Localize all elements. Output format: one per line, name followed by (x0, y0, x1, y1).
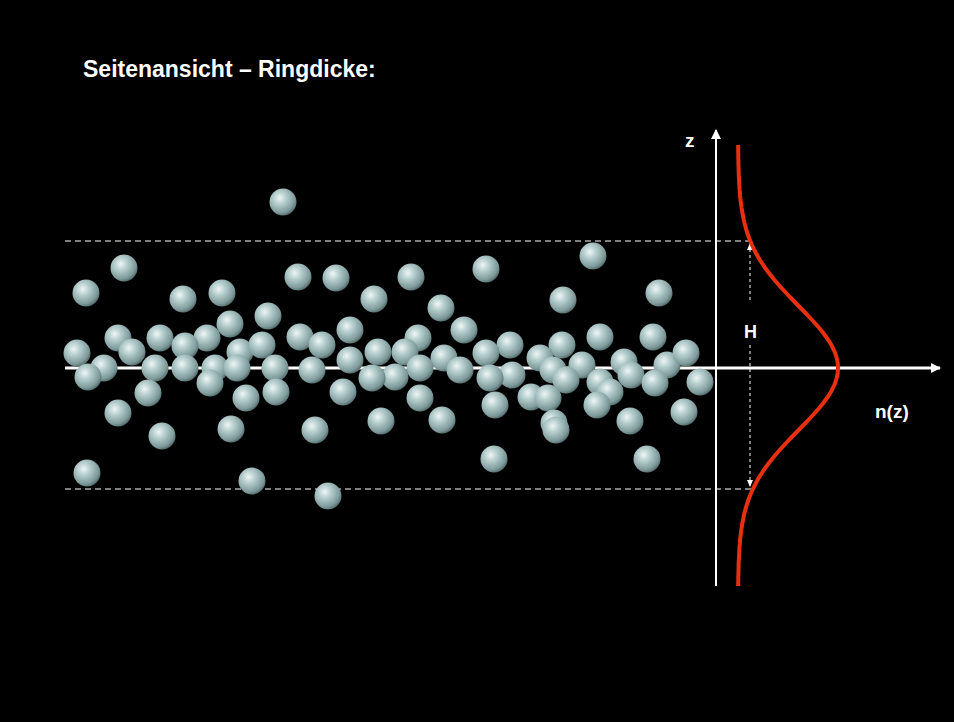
particle (262, 355, 289, 382)
particle (239, 468, 266, 495)
h-dimension (750, 345, 751, 487)
particles (64, 189, 714, 510)
particle (330, 379, 357, 406)
particle (497, 332, 524, 359)
particle (105, 400, 132, 427)
particle (473, 256, 500, 283)
particle (64, 340, 91, 367)
particle (337, 317, 364, 344)
particle (584, 392, 611, 419)
particle (255, 303, 282, 330)
particle (315, 483, 342, 510)
particle (218, 416, 245, 443)
h-dimension (750, 243, 751, 300)
particle (337, 347, 364, 374)
particle (618, 362, 645, 389)
particle (687, 369, 714, 396)
particle (111, 255, 138, 282)
particle (270, 189, 297, 216)
particle (407, 355, 434, 382)
particle (170, 286, 197, 313)
particle (580, 243, 607, 270)
particle (368, 408, 395, 435)
particle (587, 324, 614, 351)
particle (543, 417, 570, 444)
particle (263, 379, 290, 406)
particle (481, 446, 508, 473)
particle (302, 417, 329, 444)
particle (365, 339, 392, 366)
particle (634, 446, 661, 473)
particle (197, 370, 224, 397)
particle (361, 286, 388, 313)
particle (640, 324, 667, 351)
particle (642, 370, 669, 397)
particle (142, 355, 169, 382)
particle (550, 287, 577, 314)
particle (74, 460, 101, 487)
particle (224, 355, 251, 382)
particle (147, 325, 174, 352)
particle (447, 357, 474, 384)
particle (407, 385, 434, 412)
particle (646, 280, 673, 307)
particle (671, 399, 698, 426)
particle (309, 332, 336, 359)
particle (119, 339, 146, 366)
particle (398, 264, 425, 291)
particle (535, 385, 562, 412)
axis-label: z (685, 131, 695, 150)
density-curve (738, 145, 838, 586)
dimension-label: H (743, 322, 758, 342)
particle (323, 265, 350, 292)
particle (135, 380, 162, 407)
particle (482, 392, 509, 419)
particle (233, 385, 260, 412)
particle (172, 355, 199, 382)
particle (477, 365, 504, 392)
particle (382, 364, 409, 391)
particle (217, 311, 244, 338)
particle (428, 295, 455, 322)
particle (149, 423, 176, 450)
particle (473, 340, 500, 367)
particle (285, 264, 312, 291)
particle (359, 365, 386, 392)
particle (299, 357, 326, 384)
axis-label: n(z) (875, 402, 909, 421)
lower-boundary (65, 488, 752, 489)
particle (617, 408, 644, 435)
particle (249, 332, 276, 359)
particle (429, 407, 456, 434)
particle (73, 280, 100, 307)
particle (673, 340, 700, 367)
particle (75, 364, 102, 391)
particle (209, 280, 236, 307)
upper-boundary (65, 240, 752, 241)
title: Seitenansicht – Ringdicke: (83, 58, 376, 81)
z-axis (715, 130, 717, 586)
particle (451, 317, 478, 344)
